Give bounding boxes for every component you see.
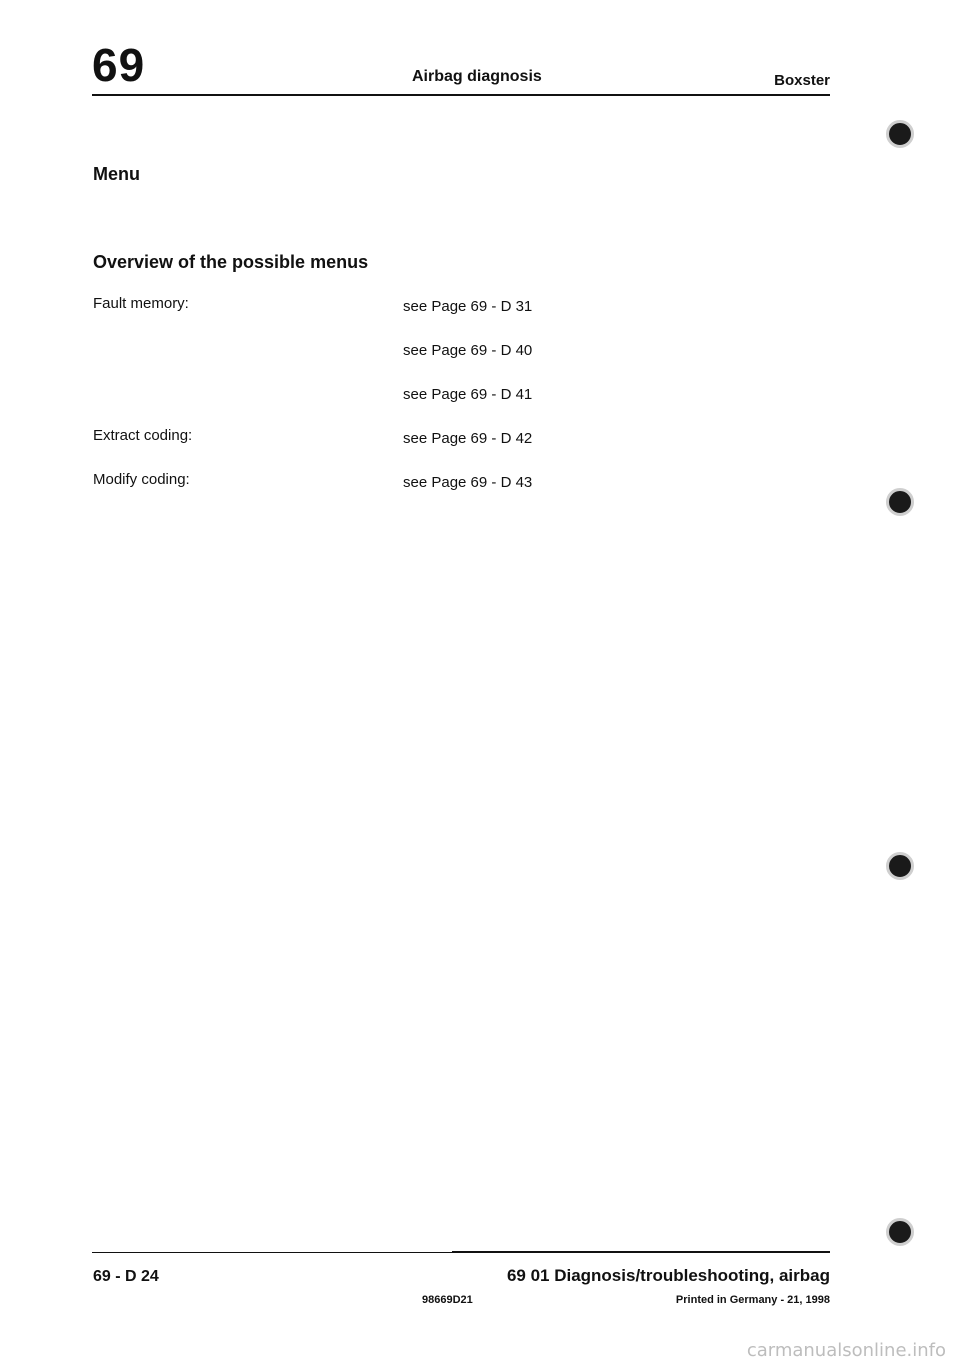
footer-page-number: 69 - D 24	[93, 1268, 159, 1285]
page-reference: see Page 69 - D 41	[403, 386, 533, 403]
menu-heading: Menu	[93, 164, 140, 184]
menu-row: see Page 69 - D 41	[93, 382, 653, 426]
menu-label: Fault memory:	[93, 295, 189, 312]
menu-row: Extract coding: see Page 69 - D 42	[93, 426, 653, 470]
watermark: carmanualsonline.info	[746, 1340, 946, 1361]
page-reference: see Page 69 - D 42	[403, 430, 533, 447]
header-title: Airbag diagnosis	[412, 68, 542, 85]
menu-label: Extract coding:	[93, 427, 193, 444]
header-rule	[92, 94, 830, 96]
page-reference: see Page 69 - D 43	[403, 474, 533, 491]
footer-section-title: 69 01 Diagnosis/troubleshooting, airbag	[506, 1266, 830, 1285]
page-reference: see Page 69 - D 31	[403, 298, 533, 315]
punch-hole-icon	[886, 488, 914, 516]
menu-label: Modify coding:	[93, 471, 190, 488]
footer-document-number: 98669D21	[422, 1294, 473, 1306]
page-reference: see Page 69 - D 40	[403, 342, 533, 359]
punch-hole-icon	[886, 852, 914, 880]
menu-list: Fault memory: see Page 69 - D 31 see Pag…	[93, 294, 653, 514]
footer-rule	[92, 1252, 452, 1253]
punch-hole-icon	[886, 1218, 914, 1246]
menu-row: see Page 69 - D 40	[93, 338, 653, 382]
overview-heading: Overview of the possible menus	[93, 252, 369, 272]
header-model: Boxster	[774, 72, 830, 89]
menu-row: Fault memory: see Page 69 - D 31	[93, 294, 653, 338]
chapter-number: 69	[92, 39, 146, 91]
footer-rule	[452, 1251, 830, 1253]
footer-printed-info: Printed in Germany - 21, 1998	[675, 1294, 830, 1306]
menu-row: Modify coding: see Page 69 - D 43	[93, 470, 653, 514]
punch-hole-icon	[886, 120, 914, 148]
